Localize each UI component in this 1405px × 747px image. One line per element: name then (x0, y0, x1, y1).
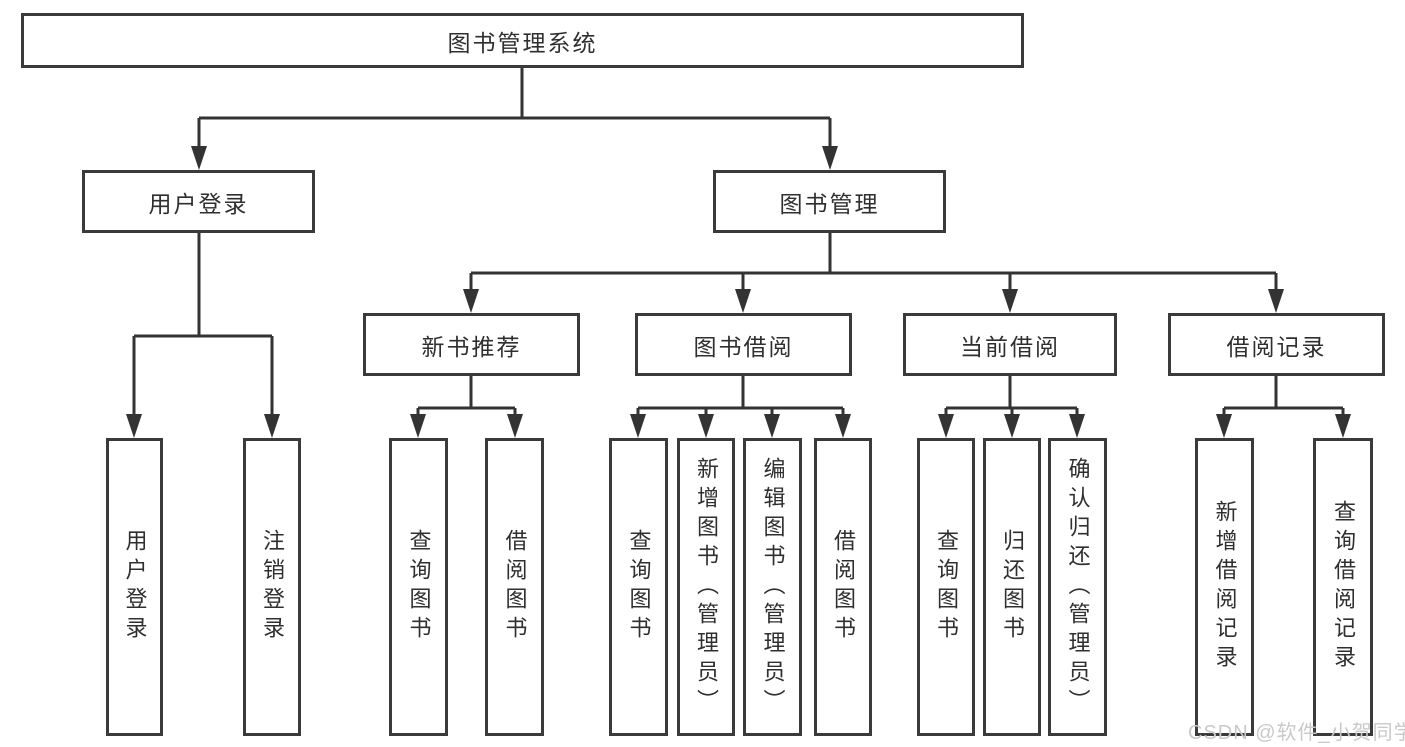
leaf-current-return-books: 归还图书 (983, 438, 1041, 736)
arrowhead (191, 146, 207, 170)
leaf-logout: 注销登录 (243, 438, 301, 736)
leaf-borrow-add-books-admin: 新增图书（管理员） (677, 438, 735, 736)
leaf-records-add-record: 新增借阅记录 (1195, 438, 1254, 736)
arrowhead (938, 414, 954, 438)
leaf-newbooks-query-books: 查询图书 (389, 438, 448, 736)
arrowhead (507, 414, 523, 438)
connector-current-borrow-branch (944, 376, 1079, 418)
node-book-management: 图书管理 (713, 170, 946, 233)
node-user-login: 用户登录 (82, 170, 315, 233)
leaf-records-query-record: 查询借阅记录 (1313, 438, 1373, 736)
arrowhead (764, 414, 780, 438)
arrowhead (463, 289, 479, 313)
arrowhead (264, 414, 280, 438)
arrowhead (1216, 414, 1232, 438)
leaf-borrow-edit-books-admin: 编辑图书（管理员） (743, 438, 802, 736)
arrowhead (735, 289, 751, 313)
leaf-user-login: 用户登录 (106, 438, 163, 736)
arrowhead (1002, 289, 1018, 313)
node-book-borrow: 图书借阅 (635, 313, 852, 376)
connector-new-books-branch (416, 376, 517, 418)
leaf-current-query-books: 查询图书 (917, 438, 975, 736)
arrowhead (835, 414, 851, 438)
arrowhead (698, 414, 714, 438)
node-borrow-records: 借阅记录 (1168, 313, 1385, 376)
connector-book-borrow-branch (636, 376, 845, 418)
arrowhead (630, 414, 646, 438)
arrowhead (410, 414, 426, 438)
leaf-borrow-query-books: 查询图书 (609, 438, 668, 736)
connector-book-mgmt-branch (469, 233, 1278, 293)
arrowhead (126, 414, 142, 438)
arrowhead (1268, 289, 1284, 313)
arrowhead (1069, 414, 1085, 438)
connector-user-login-branch (132, 233, 274, 418)
leaf-current-confirm-return-admin: 确认归还（管理员） (1048, 438, 1107, 736)
node-root-system: 图书管理系统 (21, 13, 1024, 68)
leaf-borrow-borrow-books: 借阅图书 (814, 438, 872, 736)
csdn-watermark: CSDN @软件_小贺同学 (1188, 722, 1405, 744)
connector-borrow-records-branch (1222, 376, 1345, 418)
arrowhead (822, 146, 838, 170)
node-new-book-recommend: 新书推荐 (363, 313, 580, 376)
node-current-borrow: 当前借阅 (903, 313, 1117, 376)
arrowhead (1004, 414, 1020, 438)
leaf-newbooks-borrow-books: 借阅图书 (485, 438, 544, 736)
connector-root-to-level2 (197, 68, 832, 150)
arrowhead (1335, 414, 1351, 438)
